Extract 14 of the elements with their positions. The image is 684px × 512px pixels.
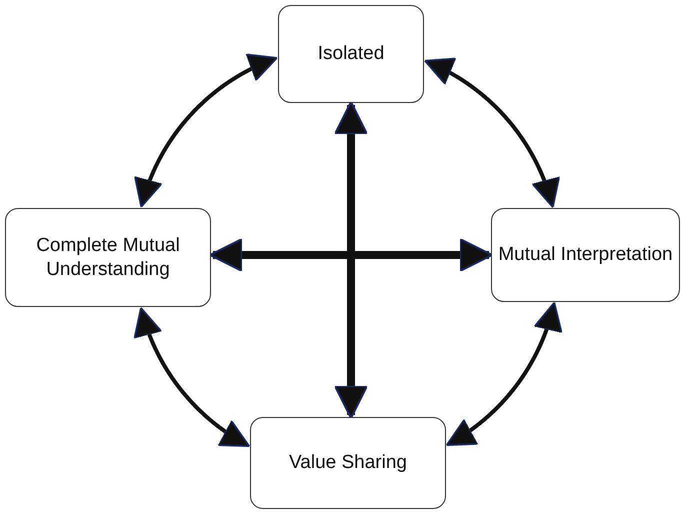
node-label: Isolated [316, 42, 386, 66]
double-arrow [208, 238, 494, 272]
rounded-box [491, 208, 680, 302]
node-label: Complete Mutual Understanding [35, 234, 181, 282]
double-arrow [134, 306, 250, 447]
double-arrow [424, 58, 560, 208]
double-arrow [334, 100, 368, 420]
rounded-box [250, 417, 446, 509]
node-label: Value Sharing [288, 451, 408, 475]
rounded-box [5, 208, 211, 307]
double-arrow [134, 54, 278, 208]
node-label: Mutual Interpretation [497, 243, 674, 267]
double-arrow [446, 302, 563, 446]
rounded-box [278, 5, 424, 103]
